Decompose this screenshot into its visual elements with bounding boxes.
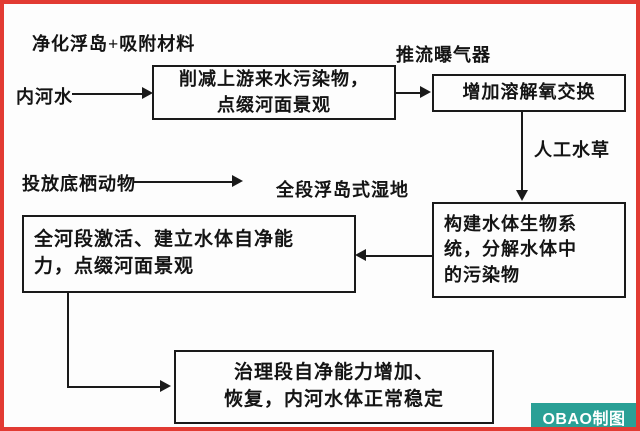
label-wetland: 全段浮岛式湿地	[276, 180, 409, 200]
box-line: 力，点缀河面景观	[34, 256, 195, 277]
box-line: 构建水体生物系	[444, 214, 577, 235]
box-line: 恢复，内河水体正常稳定	[223, 389, 444, 410]
label-inner-river: 内河水	[16, 87, 73, 107]
arrow-oxygen-to-biosystem-line	[521, 112, 523, 192]
arrow-activate-to-recover-vline	[67, 293, 69, 388]
arrow-biosystem-to-activate-line	[366, 255, 432, 257]
box-activate-river: 全河段激活、建立水体自净能 力，点缀河面景观	[22, 215, 356, 293]
arrow-activate-to-recover-hline	[67, 386, 162, 388]
label-benthic-animals: 投放底栖动物	[22, 174, 136, 194]
box-line: 点缀河面景观	[217, 94, 331, 115]
box-line: 统，分解水体中	[444, 239, 577, 260]
label-artificial-grass: 人工水草	[534, 140, 610, 160]
box-line: 治理段自净能力增加、	[233, 362, 434, 384]
label-aerator: 推流曝气器	[396, 45, 491, 65]
box-line: 增加溶解氧交换	[462, 82, 596, 103]
box-line: 削减上游来水污染物，	[179, 69, 369, 90]
arrow-oxygen-to-biosystem-head	[516, 190, 528, 201]
arrow-biosystem-to-activate-head	[355, 249, 366, 261]
arrow-benthic-line	[134, 181, 234, 183]
label-purify-island: 净化浮岛+吸附材料	[32, 34, 196, 54]
arrow-reduce-to-oxygen-head	[420, 86, 431, 98]
arrow-reduce-to-oxygen-line	[396, 92, 422, 94]
arrow-activate-to-recover-head	[160, 380, 171, 392]
arrow-river-to-reduce-line	[72, 93, 144, 95]
watermark-obao: OBAO制图	[531, 403, 636, 427]
box-recovery-stable: 治理段自净能力增加、 恢复，内河水体正常稳定	[174, 350, 494, 424]
box-increase-oxygen: 增加溶解氧交换	[432, 74, 626, 112]
box-line: 全河段激活、建立水体自净能	[34, 229, 295, 251]
box-line: 的污染物	[444, 264, 520, 285]
arrow-benthic-head	[232, 175, 243, 187]
arrow-river-to-reduce-head	[142, 87, 153, 99]
box-reduce-pollutants: 削减上游来水污染物， 点缀河面景观	[152, 65, 396, 120]
box-bio-system: 构建水体生物系 统，分解水体中 的污染物	[432, 202, 626, 298]
